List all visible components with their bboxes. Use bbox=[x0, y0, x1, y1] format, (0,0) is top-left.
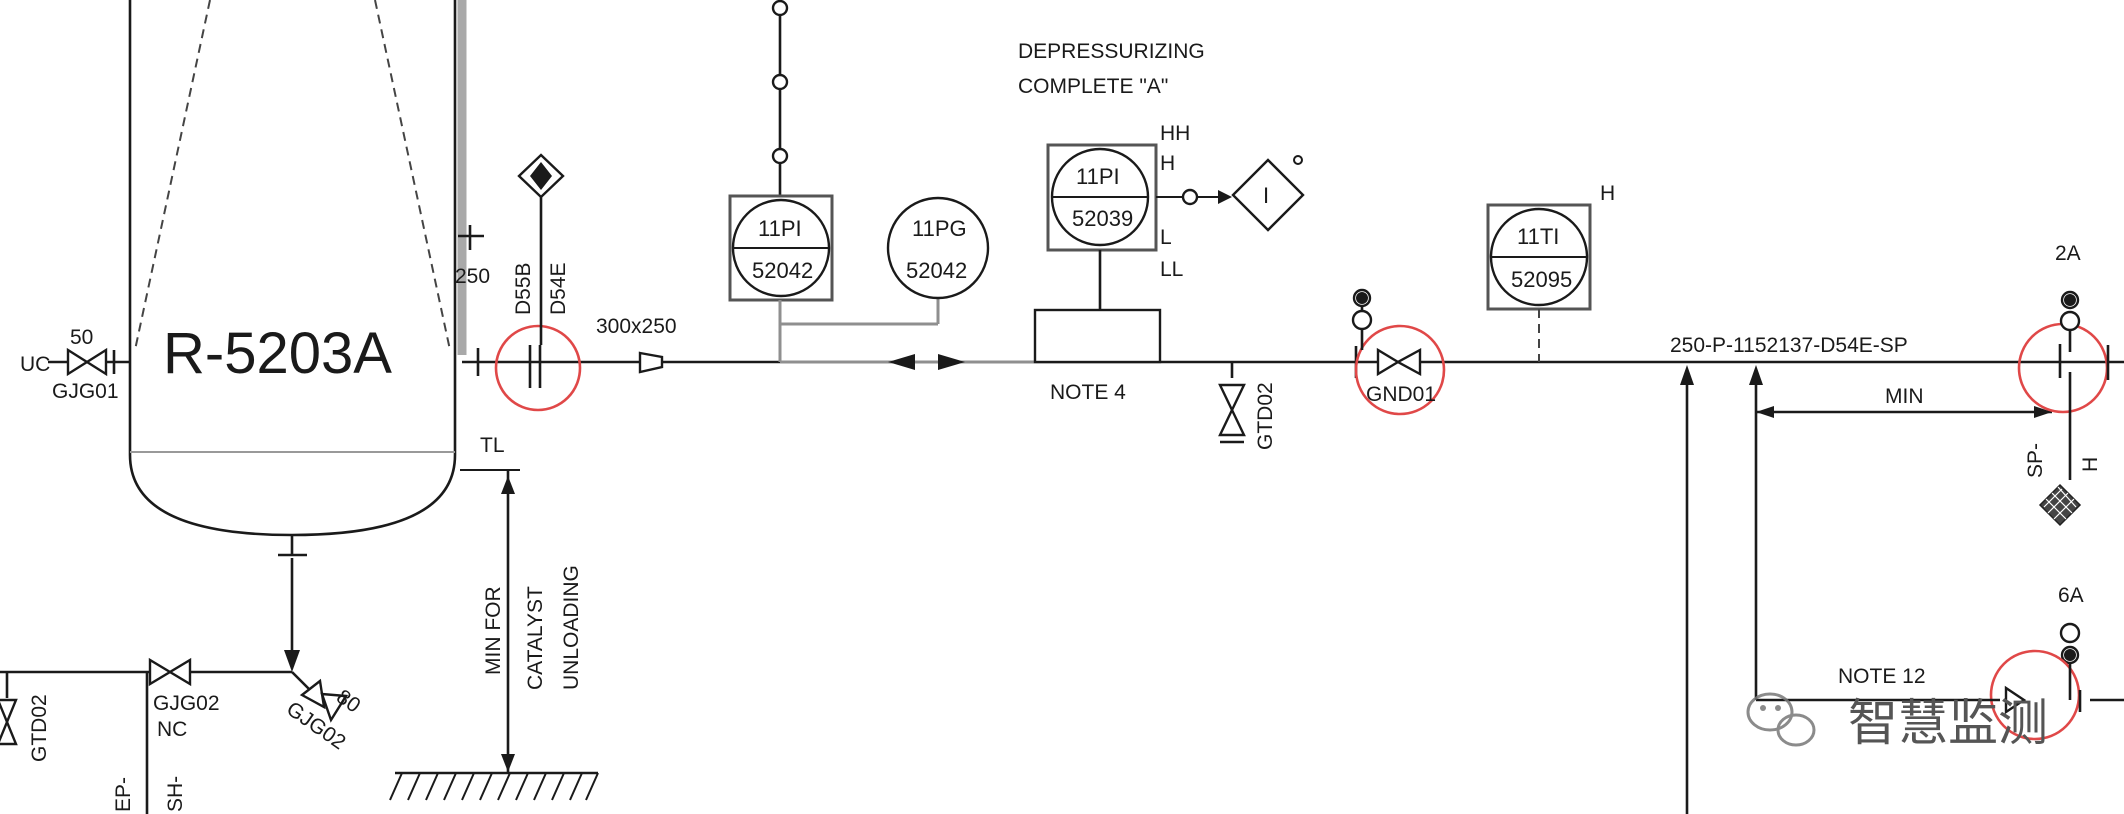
depressurizing-label-2: COMPLETE "A" bbox=[1018, 75, 1168, 98]
gate-valve-gnd01[interactable] bbox=[1354, 324, 1446, 416]
gjg02-label: GJG02 bbox=[153, 692, 220, 715]
tag-2a-label: 2A bbox=[2055, 242, 2081, 265]
tl-label: TL bbox=[480, 434, 505, 457]
gtd02-left-label: GTD02 bbox=[28, 694, 51, 762]
reducer-symbol bbox=[638, 351, 664, 374]
temperature-indicator-11ti-52095[interactable] bbox=[1486, 203, 1592, 311]
alarm-ll: LL bbox=[1160, 258, 1183, 281]
alarm-l: L bbox=[1160, 226, 1172, 249]
flow-arrow-left bbox=[888, 354, 915, 370]
temp-alarm-h: H bbox=[1600, 182, 1615, 205]
spectacle-blind[interactable] bbox=[494, 324, 582, 412]
line-number-label: 250-P-1152137-D54E-SP bbox=[1670, 334, 1908, 357]
gjg01-label: GJG01 bbox=[52, 380, 119, 403]
gtd02-label: GTD02 bbox=[1254, 382, 1277, 450]
gate-valve-gjg01[interactable] bbox=[66, 347, 108, 377]
gate-valve-gjg02[interactable] bbox=[299, 678, 349, 723]
pressure-indicator-11pi-52042[interactable] bbox=[728, 194, 834, 302]
drain-valve-gtd02-left[interactable] bbox=[0, 698, 18, 746]
sp-label: SP- bbox=[2024, 443, 2047, 478]
alarm-h: H bbox=[1160, 152, 1175, 175]
ti-52095-tag: 11TI bbox=[1517, 224, 1559, 249]
interlock-diamond-hatched[interactable] bbox=[2038, 483, 2082, 527]
pi-52042-tag: 11PI bbox=[758, 216, 802, 241]
wechat-watermark bbox=[1746, 692, 1816, 747]
gate-valve-gjg02-nc[interactable] bbox=[148, 657, 192, 687]
pi-52039-num: 52039 bbox=[1072, 206, 1133, 231]
note-12-label: NOTE 12 bbox=[1838, 665, 1926, 688]
gnd01-label: GND01 bbox=[1366, 383, 1436, 406]
catalyst-label-2: CATALYST bbox=[524, 586, 547, 690]
interlock-label: I bbox=[1263, 183, 1269, 208]
ground-hatch bbox=[389, 772, 599, 801]
pg-52042-num: 52042 bbox=[906, 258, 967, 283]
interlock-diamond[interactable] bbox=[1231, 158, 1305, 232]
drain-valve-gtd02[interactable] bbox=[1218, 383, 1246, 437]
depressurizing-label-1: DEPRESSURIZING bbox=[1018, 40, 1205, 63]
d54e-label: D54E bbox=[547, 262, 570, 315]
alarm-hh: HH bbox=[1160, 122, 1190, 145]
pressure-gauge-11pg-52042[interactable] bbox=[886, 196, 990, 300]
ti-52095-num: 52095 bbox=[1511, 267, 1572, 292]
ep-label: EP- bbox=[112, 777, 135, 812]
min-label: MIN bbox=[1885, 385, 1924, 408]
h-vert-label: H bbox=[2079, 457, 2102, 472]
reducer-label: 300x250 bbox=[596, 315, 677, 338]
flow-arrow-right bbox=[938, 354, 965, 370]
interlock-diamond-vent[interactable] bbox=[517, 153, 565, 199]
note-4-box bbox=[1033, 308, 1162, 364]
tap-2a[interactable] bbox=[2017, 290, 2109, 414]
note-4-label: NOTE 4 bbox=[1050, 381, 1126, 404]
watermark-text: 智慧监测 bbox=[1848, 695, 2048, 751]
pi-52042-num: 52042 bbox=[752, 258, 813, 283]
catalyst-label-3: UNLOADING bbox=[560, 565, 583, 690]
uc-label: UC bbox=[20, 353, 50, 376]
reactor-vessel[interactable] bbox=[128, 0, 467, 557]
sh-label: SH- bbox=[164, 776, 187, 812]
tag-6a-label: 6A bbox=[2058, 584, 2084, 607]
vessel-name: R-5203A bbox=[163, 321, 392, 386]
pressure-indicator-11pi-52039[interactable] bbox=[1046, 143, 1158, 252]
size-50-label: 50 bbox=[70, 326, 93, 349]
catalyst-label-1: MIN FOR bbox=[482, 586, 505, 675]
pg-52042-tag: 11PG bbox=[912, 216, 967, 241]
size-250-label: 250 bbox=[455, 265, 490, 288]
pi-52039-tag: 11PI bbox=[1076, 164, 1120, 189]
d55b-label: D55B bbox=[512, 262, 535, 315]
nc-label: NC bbox=[157, 718, 187, 741]
